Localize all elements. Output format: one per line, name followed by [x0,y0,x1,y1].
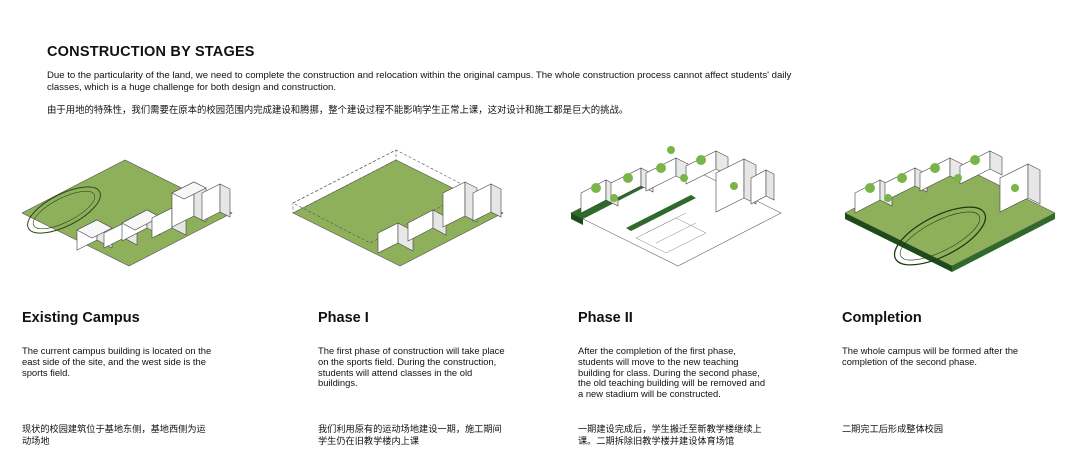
phase-2-diagram [570,146,782,267]
intro-text-en: Due to the particularity of the land, we… [47,70,792,93]
stage-desc-en: The current campus building is located o… [22,345,212,378]
stage-completion: Completion The whole campus will be form… [830,138,1060,471]
stage-existing-campus: Existing Campus The current campus build… [22,138,252,471]
stage-phase-2: Phase II After the completion of the fir… [566,138,796,471]
phase-1-diagram [292,149,504,267]
stage-title: Phase I [318,310,369,326]
stage-title: Phase II [578,310,633,326]
stage-desc-en: The whole campus will be formed after th… [842,345,1019,367]
existing-campus-diagram [22,159,233,267]
stage-phase-1: Phase I The first phase of construction … [288,138,518,471]
completion-diagram [844,150,1056,272]
stage-desc-cn: 现状的校园建筑位于基地东侧，基地西侧为运动场地 [22,424,206,446]
stage-title: Completion [842,310,922,326]
intro-text-cn: 由于用地的特殊性，我们需要在原本的校园范围内完成建设和腾挪，整个建设过程不能影响… [47,104,629,115]
stage-desc-cn: 二期完工后形成整体校园 [842,424,944,434]
stage-desc-cn: 我们利用原有的运动场地建设一期，施工期间学生仍在旧教学楼内上课 [318,424,502,446]
stage-desc-en: The first phase of construction will tak… [318,345,505,389]
stage-desc-cn: 一期建设完成后，学生搬迁至新教学楼继续上课。二期拆除旧教学楼并建设体育场馆 [578,424,762,446]
stage-title: Existing Campus [22,310,140,326]
header: CONSTRUCTION BY STAGES Due to the partic… [47,44,807,116]
page-title: CONSTRUCTION BY STAGES [47,44,255,60]
stage-desc-en: After the completion of the first phase,… [578,345,766,400]
